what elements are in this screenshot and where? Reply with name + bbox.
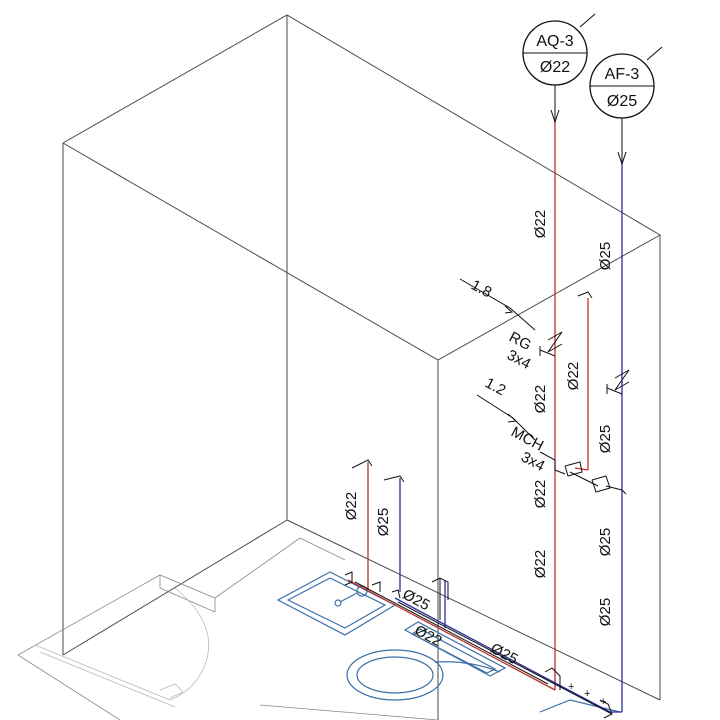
pipe-label: Ø22 (565, 362, 582, 390)
floor-plan (17, 537, 439, 720)
pipe-label: Ø22 (412, 622, 445, 650)
hot-pipe-labels: Ø22 Ø22 Ø22 Ø22 Ø22 Ø22 Ø22 (343, 210, 582, 650)
hot-water-piping (347, 118, 589, 691)
washbasin (276, 571, 397, 636)
valve-rg-size: 3x4 (504, 347, 533, 373)
tag-af-3-diameter: Ø25 (607, 93, 637, 110)
tag-af-3-code: AF-3 (605, 66, 640, 83)
fittings (344, 291, 613, 719)
door-swing (34, 587, 210, 708)
svg-text:+: + (568, 681, 574, 693)
tag-af-3: AF-3 Ø25 (589, 46, 663, 166)
tag-aq-3-diameter: Ø22 (540, 59, 570, 76)
valve-mch-size: 3x4 (518, 449, 547, 475)
tag-aq-3-code: AQ-3 (536, 33, 573, 50)
pipe-label: Ø22 (532, 385, 549, 413)
valve-leaders (459, 278, 536, 441)
valve-rg-height: 1.8 (468, 277, 494, 302)
pipe-label: Ø22 (532, 550, 549, 578)
room-walls (62, 14, 662, 720)
pipe-label: Ø25 (597, 598, 614, 626)
pipe-label: Ø25 (597, 528, 614, 556)
pipe-label: Ø25 (375, 508, 392, 536)
svg-text:+: + (584, 688, 590, 700)
pipe-label: Ø22 (532, 480, 549, 508)
pipe-label: Ø22 (532, 210, 549, 238)
tag-aq-3: AQ-3 Ø22 (522, 13, 596, 124)
cold-water-piping (394, 160, 623, 713)
valve-mch-height: 1.2 (482, 375, 508, 400)
valve-cold (606, 369, 630, 395)
pipe-label: Ø25 (597, 425, 614, 453)
valve-mch (539, 451, 627, 495)
cold-pipe-labels: Ø25 Ø25 Ø25 Ø25 Ø25 Ø25 Ø25 (375, 242, 614, 668)
pipe-label: Ø25 (597, 242, 614, 270)
toilet (346, 621, 507, 701)
valve-rg (539, 331, 563, 357)
pipe-label: Ø22 (343, 492, 360, 520)
